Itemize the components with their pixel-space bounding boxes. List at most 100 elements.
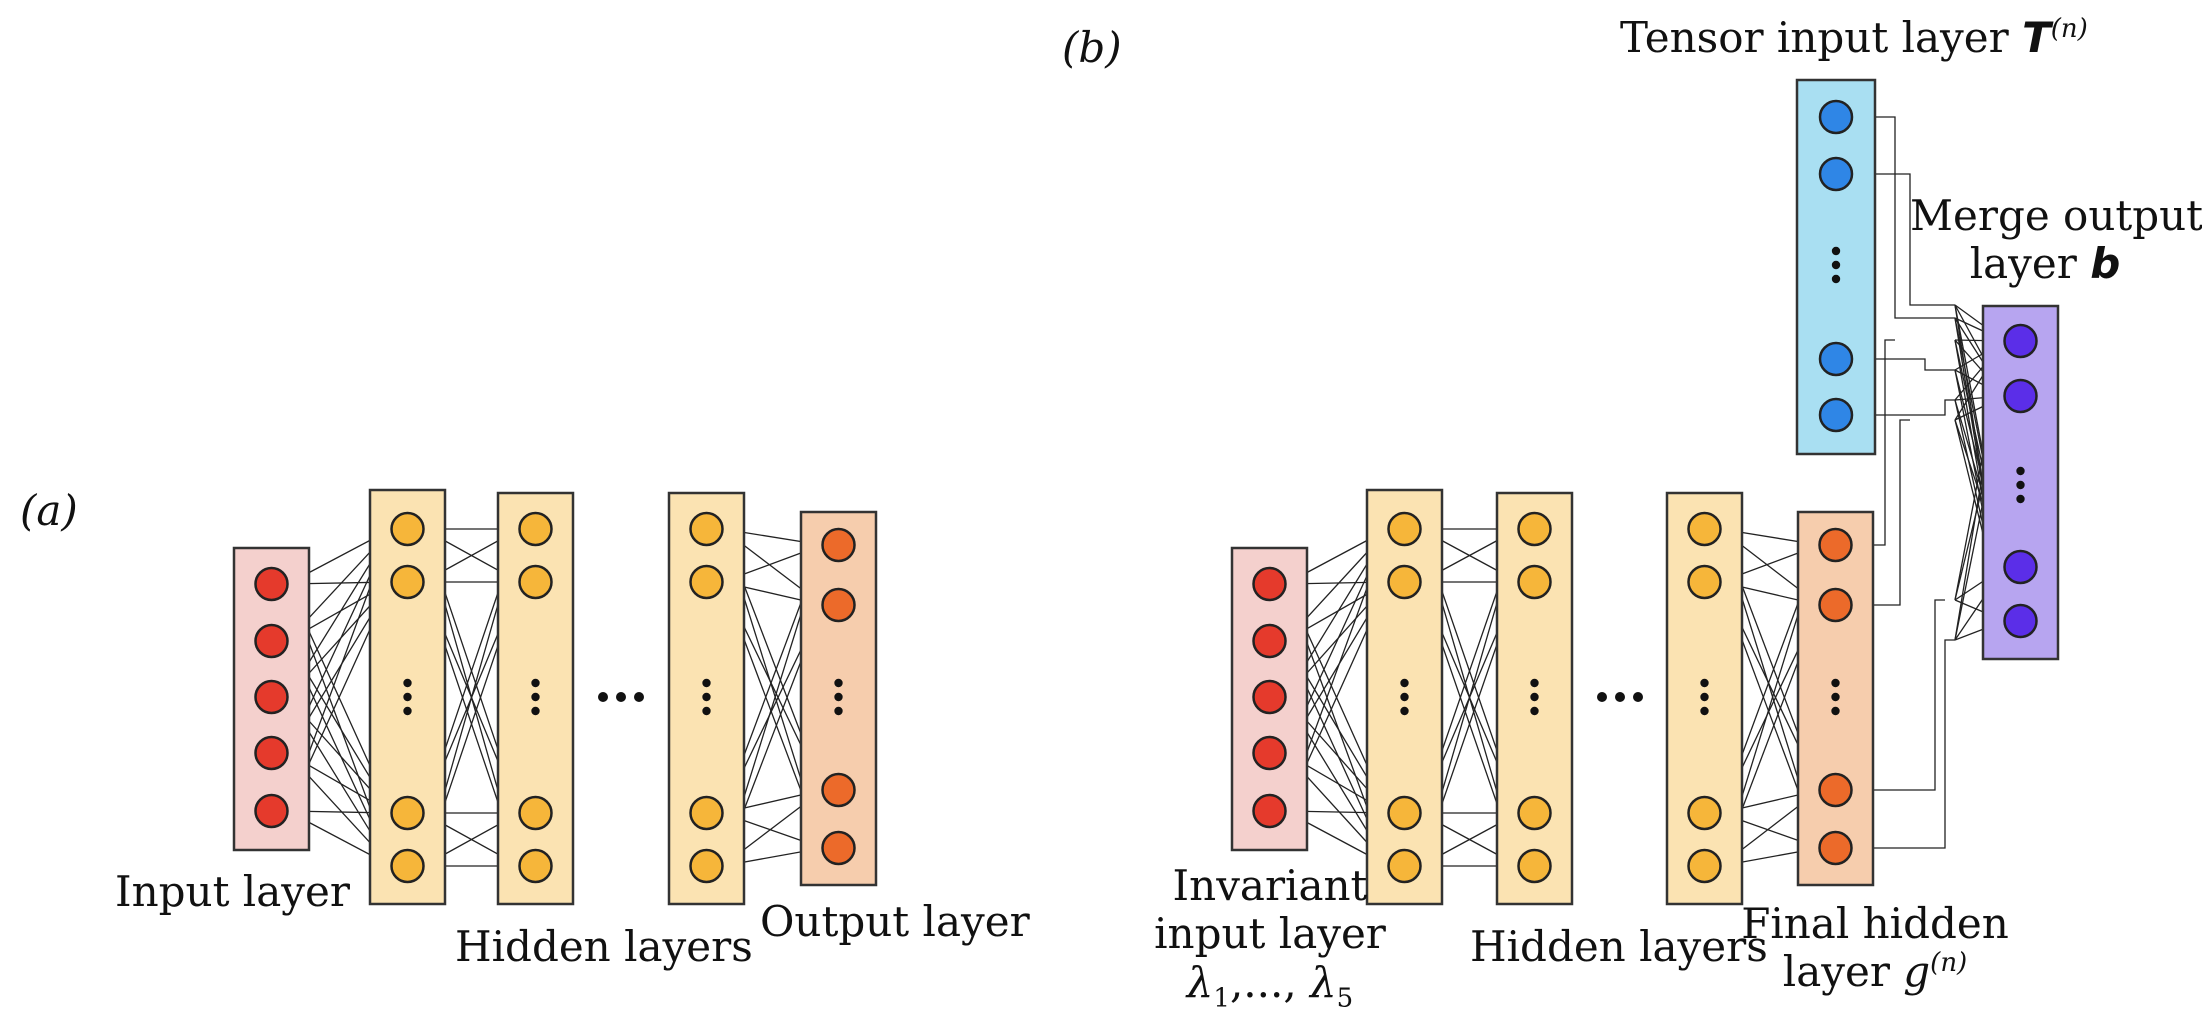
b-hidden-1-dot [1400, 692, 1409, 702]
b-merge-box [1981, 304, 2060, 661]
a-hidden-3-node [689, 848, 724, 884]
final-symbol: g [1903, 947, 1931, 997]
b-merge-node [2003, 323, 2038, 359]
a-hidden-1-node [390, 564, 425, 600]
a-hidden-2-dot [531, 678, 540, 688]
b-ellipsis-dot [1615, 692, 1625, 702]
a-output-node [821, 527, 856, 563]
a-hidden-3-dot [702, 678, 711, 688]
b-route [1852, 173, 1955, 306]
a-output-node [821, 830, 856, 866]
a-hidden-3-node [689, 795, 724, 831]
b-route [1851, 599, 1945, 791]
a-output-dot [834, 692, 843, 702]
b-hidden-2-dot [1530, 678, 1539, 688]
b-hidden-2-dot [1530, 692, 1539, 702]
hidden-layers-label-b: Hidden layers [1470, 922, 1768, 971]
b-hidden-2-node [1517, 848, 1552, 884]
b-tensor-node [1818, 341, 1854, 377]
b-ellipsis-dot [1633, 692, 1643, 702]
merge-symbol: b [2090, 239, 2121, 289]
panel-a-tag: (a) [20, 486, 78, 535]
a-hidden-2-node [518, 848, 553, 884]
tensor-input-text: Tensor input layer [1620, 13, 2009, 62]
a-output-node [821, 587, 856, 623]
b-hidden-3-dot [1700, 678, 1709, 688]
a-input-node [254, 735, 289, 771]
tensor-input-layer-label: Tensor input layer T(n) [1620, 13, 2088, 62]
b-tensor-node [1818, 397, 1854, 433]
hidden-layers-label: Hidden layers [455, 922, 753, 971]
a-ellipsis-dot [598, 692, 608, 702]
b-hidden-1-dot [1400, 706, 1409, 716]
b-hidden-2-node [1517, 511, 1552, 547]
b-merge-dot [2016, 494, 2025, 504]
b-tensor-node [1818, 156, 1854, 192]
b-merge-node [2003, 549, 2038, 585]
final-hidden-line1: Final hidden [1741, 899, 2009, 948]
merge-output-line2: layer b [1910, 240, 2180, 288]
a-hidden-1-node [390, 795, 425, 831]
lambda-separator: ,..., [1229, 957, 1311, 1007]
lambda-1: λ [1186, 957, 1214, 1007]
lambda-5-subscript: 5 [1336, 982, 1354, 1013]
merge-output-line1: Merge output [1910, 191, 2202, 240]
b-final-hidden-node [1818, 527, 1853, 563]
a-output-dot [834, 678, 843, 688]
b-final-hidden-node [1818, 587, 1853, 623]
merge-output-layer-word: layer [1969, 239, 2077, 289]
a-hidden-2-dot [531, 706, 540, 716]
a-ellipsis-dot [616, 692, 626, 702]
b-input-node [1252, 566, 1287, 602]
ellipsis-dots [403, 246, 2025, 716]
a-input-node [254, 566, 289, 602]
b-hidden-1-node [1387, 564, 1422, 600]
a-hidden-1-node [390, 848, 425, 884]
b-route [1851, 639, 1955, 849]
a-hidden-1-node [390, 511, 425, 547]
b-tensor-dot [1831, 274, 1841, 284]
b-hidden-2-node [1517, 564, 1552, 600]
b-ellipsis-dot [1597, 692, 1607, 702]
a-hidden-2-node [518, 511, 553, 547]
a-hidden-2-dot [531, 692, 540, 702]
b-hidden-1-node [1387, 511, 1422, 547]
a-input-node [254, 793, 289, 829]
a-output-dot [834, 706, 843, 716]
b-merge-node [2003, 603, 2038, 639]
layer-nodes [254, 99, 2038, 884]
b-merge-dot [2016, 480, 2025, 490]
a-ellipsis-dot [634, 692, 644, 702]
a-hidden-1-dot [403, 678, 412, 688]
layer-boxes [232, 78, 2060, 906]
b-hidden-3-dot [1700, 692, 1709, 702]
a-input-node [254, 679, 289, 715]
a-hidden-1-dot [403, 706, 412, 716]
final-hidden-layer-label: Final hidden layer g(n) [1740, 899, 2010, 997]
a-hidden-3-dot [702, 692, 711, 702]
b-route [1851, 419, 1910, 606]
a-output-node [821, 772, 856, 808]
b-hidden-3-node [1687, 564, 1722, 600]
b-hidden-2-dot [1530, 706, 1539, 716]
b-tensor-dot [1831, 260, 1841, 270]
b-tensor-dot [1831, 246, 1841, 256]
b-final-hidden-dot [1831, 692, 1840, 702]
b-hidden-1-dot [1400, 678, 1409, 688]
a-input-node [254, 623, 289, 659]
b-input-node [1252, 793, 1287, 829]
a-hidden-2-node [518, 795, 553, 831]
b-hidden-2-node [1517, 795, 1552, 831]
tensor-symbol: T [2022, 13, 2051, 62]
final-hidden-line2: layer g(n) [1740, 948, 2010, 996]
b-hidden-1-node [1387, 795, 1422, 831]
merge-output-layer-label: Merge output layer b [1910, 191, 2202, 289]
final-superscript: (n) [1930, 948, 1968, 979]
final-hidden-layer-word: layer [1782, 947, 1890, 997]
b-route [1852, 399, 1955, 416]
lambda-5: λ [1310, 957, 1337, 1007]
b-input-node [1252, 623, 1287, 659]
panel-b-tag: (b) [1062, 23, 1122, 72]
